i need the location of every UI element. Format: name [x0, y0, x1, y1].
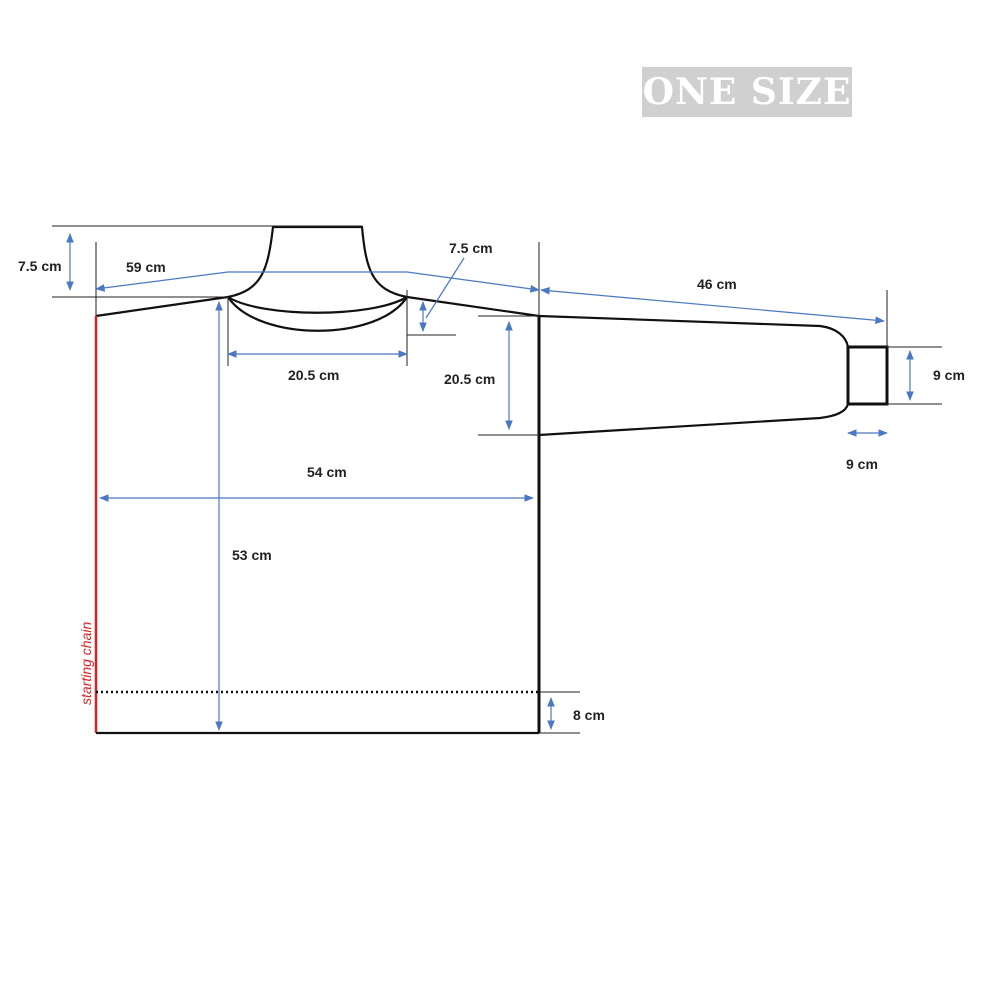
neck-depth-label: 7.5 cm [449, 240, 493, 256]
cuff-height-label: 9 cm [933, 367, 965, 383]
size-badge: ONE SIZE [642, 67, 852, 117]
shoulder-width-label: 59 cm [126, 259, 166, 275]
sleeve-length-label: 46 cm [697, 276, 737, 292]
sleeve-length-arrow [540, 286, 885, 325]
sleeve [538, 314, 889, 437]
neck-width-label: 20.5 cm [288, 367, 339, 383]
collar-outline [227, 225, 408, 299]
collar-height-label: 7.5 cm [18, 258, 62, 274]
shoulder-width-arrow [95, 271, 540, 293]
front-neck-curve [227, 296, 408, 314]
left-shoulder-line [95, 295, 229, 318]
armhole-label: 20.5 cm [444, 371, 495, 387]
dimension-arrows [66, 233, 914, 731]
back-neck-curve [227, 296, 408, 332]
cuff-rect [846, 345, 889, 406]
collar [227, 225, 408, 332]
right-shoulder-line [406, 295, 540, 318]
extension-lines [52, 225, 942, 734]
ribbing-label: 8 cm [573, 707, 605, 723]
cuff-width-label: 9 cm [846, 456, 878, 472]
measurement-labels: 7.5 cm 59 cm 7.5 cm 20.5 cm 20.5 cm 46 c… [18, 240, 965, 723]
neck-depth-leader [425, 257, 465, 319]
body-outline [94, 295, 541, 735]
body-length-label: 53 cm [232, 547, 272, 563]
body-width-label: 54 cm [307, 464, 347, 480]
starting-chain-label: starting chain [78, 622, 94, 705]
sleeve-outline [538, 314, 850, 437]
